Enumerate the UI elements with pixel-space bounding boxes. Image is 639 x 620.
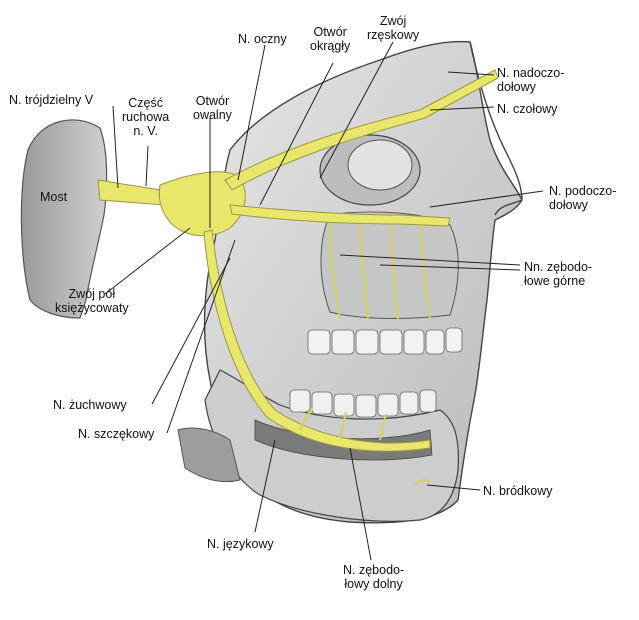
label-foramen-rotundum-line2: okrągły xyxy=(310,39,351,53)
label-infraorbital-line2: dołowy xyxy=(549,198,588,212)
trigeminal-nerve xyxy=(97,69,499,452)
label-mental-nerve: N. bródkowy xyxy=(483,484,553,498)
label-ciliary-ganglion: Zwój rzęskowy xyxy=(367,14,419,42)
trigeminal-ganglion xyxy=(158,171,246,237)
label-maxillary-nerve: N. szczękowy xyxy=(78,427,155,441)
label-lingual-nerve: N. językowy xyxy=(207,537,274,551)
label-foramen-rotundum-line1: Otwór xyxy=(313,25,347,39)
label-foramen-rotundum: Otwór okrągły xyxy=(310,25,350,53)
lower-teeth xyxy=(289,389,437,418)
label-frontal-nerve: N. czołowy xyxy=(497,102,558,116)
label-mandibular-nerve: N. żuchwowy xyxy=(53,398,127,412)
label-superior-alveolar-line1: Nn. zębodo- xyxy=(524,260,593,274)
label-ciliary-ganglion-line1: Zwój xyxy=(379,14,407,28)
label-supraorbital-line1: N. nadoczo- xyxy=(497,66,565,80)
leader-lines xyxy=(104,41,544,561)
nerve-fibers xyxy=(299,224,431,486)
label-inferior-alveolar-nerve: N. zębodo- łowy dolny xyxy=(343,563,404,591)
label-foramen-ovale: Otwór owalny xyxy=(193,94,232,122)
upper-teeth xyxy=(307,327,463,355)
label-motor-part-line3: n. V. xyxy=(133,124,158,138)
label-infraorbital-nerve: N. podoczo- dołowy xyxy=(549,184,616,212)
maxillary-branch xyxy=(229,204,451,227)
label-ophthalmic-nerve: N. oczny xyxy=(238,32,287,46)
label-semilunar-line1: Zwój pół xyxy=(68,287,116,301)
brainstem-pons xyxy=(20,119,108,319)
label-supraorbital-line2: dołowy xyxy=(497,80,536,94)
label-ciliary-ganglion-line2: rzęskowy xyxy=(367,28,420,42)
label-infraorbital-line1: N. podoczo- xyxy=(549,184,617,198)
eyeball xyxy=(347,139,413,191)
muscle-stub xyxy=(177,427,241,483)
label-inferior-alveolar-line1: N. zębodo- xyxy=(343,563,405,577)
label-motor-part: Część ruchowa n. V. xyxy=(122,96,169,138)
label-motor-part-line1: Część xyxy=(128,96,163,110)
nerve-root xyxy=(97,179,166,206)
label-superior-alveolar-nerves: Nn. zębodo- łowe górne xyxy=(524,260,592,288)
label-superior-alveolar-line2: łowe górne xyxy=(524,274,586,288)
nose xyxy=(469,41,523,216)
label-pons: Most xyxy=(40,190,68,204)
label-inferior-alveolar-line2: łowy dolny xyxy=(344,577,403,591)
label-semilunar-ganglion: Zwój pół księżycowaty xyxy=(55,287,129,315)
label-motor-part-line2: ruchowa xyxy=(122,110,170,124)
mandibular-branch xyxy=(203,229,431,452)
label-foramen-ovale-line1: Otwór xyxy=(195,94,230,108)
label-foramen-ovale-line2: owalny xyxy=(193,108,232,122)
label-supraorbital-nerve: N. nadoczo- dołowy xyxy=(497,66,564,94)
label-trigeminal-nerve: N. trójdzielny V xyxy=(9,93,94,107)
label-semilunar-line2: księżycowaty xyxy=(55,301,129,315)
